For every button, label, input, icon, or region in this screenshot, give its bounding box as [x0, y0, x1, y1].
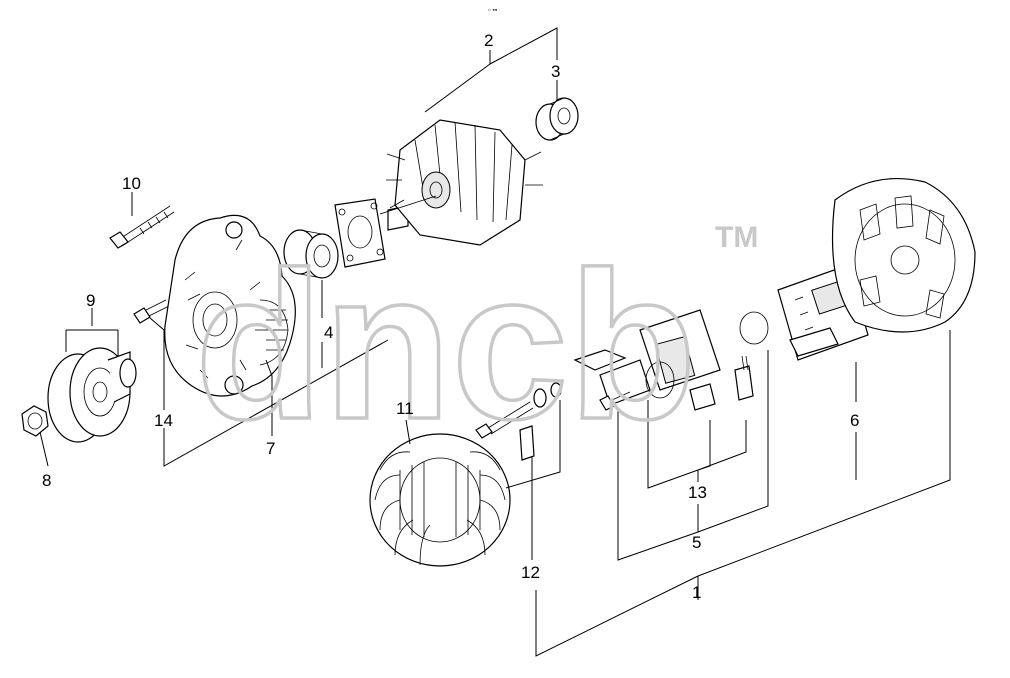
callout-labels: 2 3 10 9 8 14 4 7 11 12 13 5 6 1	[42, 31, 859, 602]
callout-3: 3	[551, 62, 560, 81]
part-pulley	[47, 347, 137, 443]
callout-1: 1	[692, 583, 701, 602]
callout-13: 13	[688, 483, 707, 502]
header-mark: ▫ ▪▪	[488, 7, 498, 14]
callout-2: 2	[484, 31, 493, 50]
callout-12: 12	[521, 563, 540, 582]
callout-14: 14	[154, 411, 173, 430]
part-rear-housing	[831, 177, 976, 333]
part-front-bearing	[283, 229, 339, 279]
part-front-housing	[164, 214, 296, 397]
callout-9: 9	[86, 291, 95, 310]
callout-10: 10	[122, 174, 141, 193]
callout-8: 8	[42, 471, 51, 490]
part-terminal-bolt	[475, 382, 562, 461]
callout-6: 6	[850, 411, 859, 430]
callout-4: 4	[324, 323, 333, 342]
callout-5: 5	[692, 533, 701, 552]
part-bolt-long	[109, 205, 175, 249]
part-retainer-plate	[334, 198, 386, 268]
part-bolt-short	[133, 299, 170, 324]
callout-7: 7	[266, 439, 275, 458]
watermark-tm: TM	[715, 221, 758, 254]
callout-11: 11	[396, 399, 414, 418]
part-brush-holder	[573, 309, 769, 411]
leader-lines	[39, 27, 951, 657]
part-stator	[369, 433, 511, 567]
watermark-brand: dncb	[195, 228, 697, 463]
part-rotor	[379, 119, 543, 246]
watermark: dncb TM	[193, 221, 758, 465]
part-rear-bearing	[535, 97, 579, 141]
part-nut	[21, 405, 49, 437]
